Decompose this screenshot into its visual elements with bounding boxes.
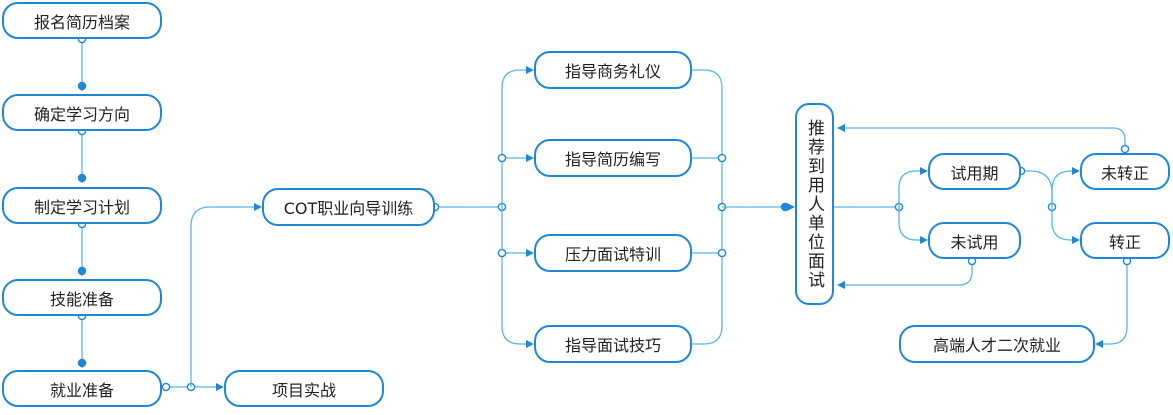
node-resume-writing: 指导简历编写 bbox=[534, 139, 692, 177]
node-interview-skills: 指导面试技巧 bbox=[534, 325, 692, 363]
node-signup: 报名简历档案 bbox=[2, 2, 162, 39]
node-re-employment: 高端人才二次就业 bbox=[899, 325, 1095, 363]
node-pressure-interview: 压力面试特训 bbox=[534, 234, 692, 272]
node-learning-direction: 确定学习方向 bbox=[2, 94, 162, 131]
node-cot-training: COT职业向导训练 bbox=[262, 188, 435, 226]
cot-branch-connectors bbox=[430, 66, 534, 348]
employment-branch-connectors bbox=[161, 203, 262, 392]
node-employment-preparation: 就业准备 bbox=[2, 370, 162, 407]
trial-branch-connectors bbox=[1016, 166, 1080, 244]
node-no-trial: 未试用 bbox=[928, 222, 1021, 259]
node-project-practice: 项目实战 bbox=[224, 370, 384, 407]
recommend-branch-connectors bbox=[834, 167, 928, 244]
regular-branch-connectors bbox=[1095, 256, 1132, 348]
node-trial-period: 试用期 bbox=[928, 153, 1021, 190]
feedback-connectors bbox=[837, 124, 1130, 289]
node-not-regularized: 未转正 bbox=[1080, 153, 1170, 190]
node-recommend-interview: 推荐到用人单位面试 bbox=[795, 103, 834, 305]
node-learning-plan: 制定学习计划 bbox=[2, 187, 162, 224]
node-skill-preparation: 技能准备 bbox=[2, 279, 162, 316]
guidance-merge-connectors bbox=[692, 69, 795, 345]
node-regularized: 转正 bbox=[1080, 222, 1170, 259]
node-business-etiquette: 指导商务礼仪 bbox=[534, 51, 692, 89]
